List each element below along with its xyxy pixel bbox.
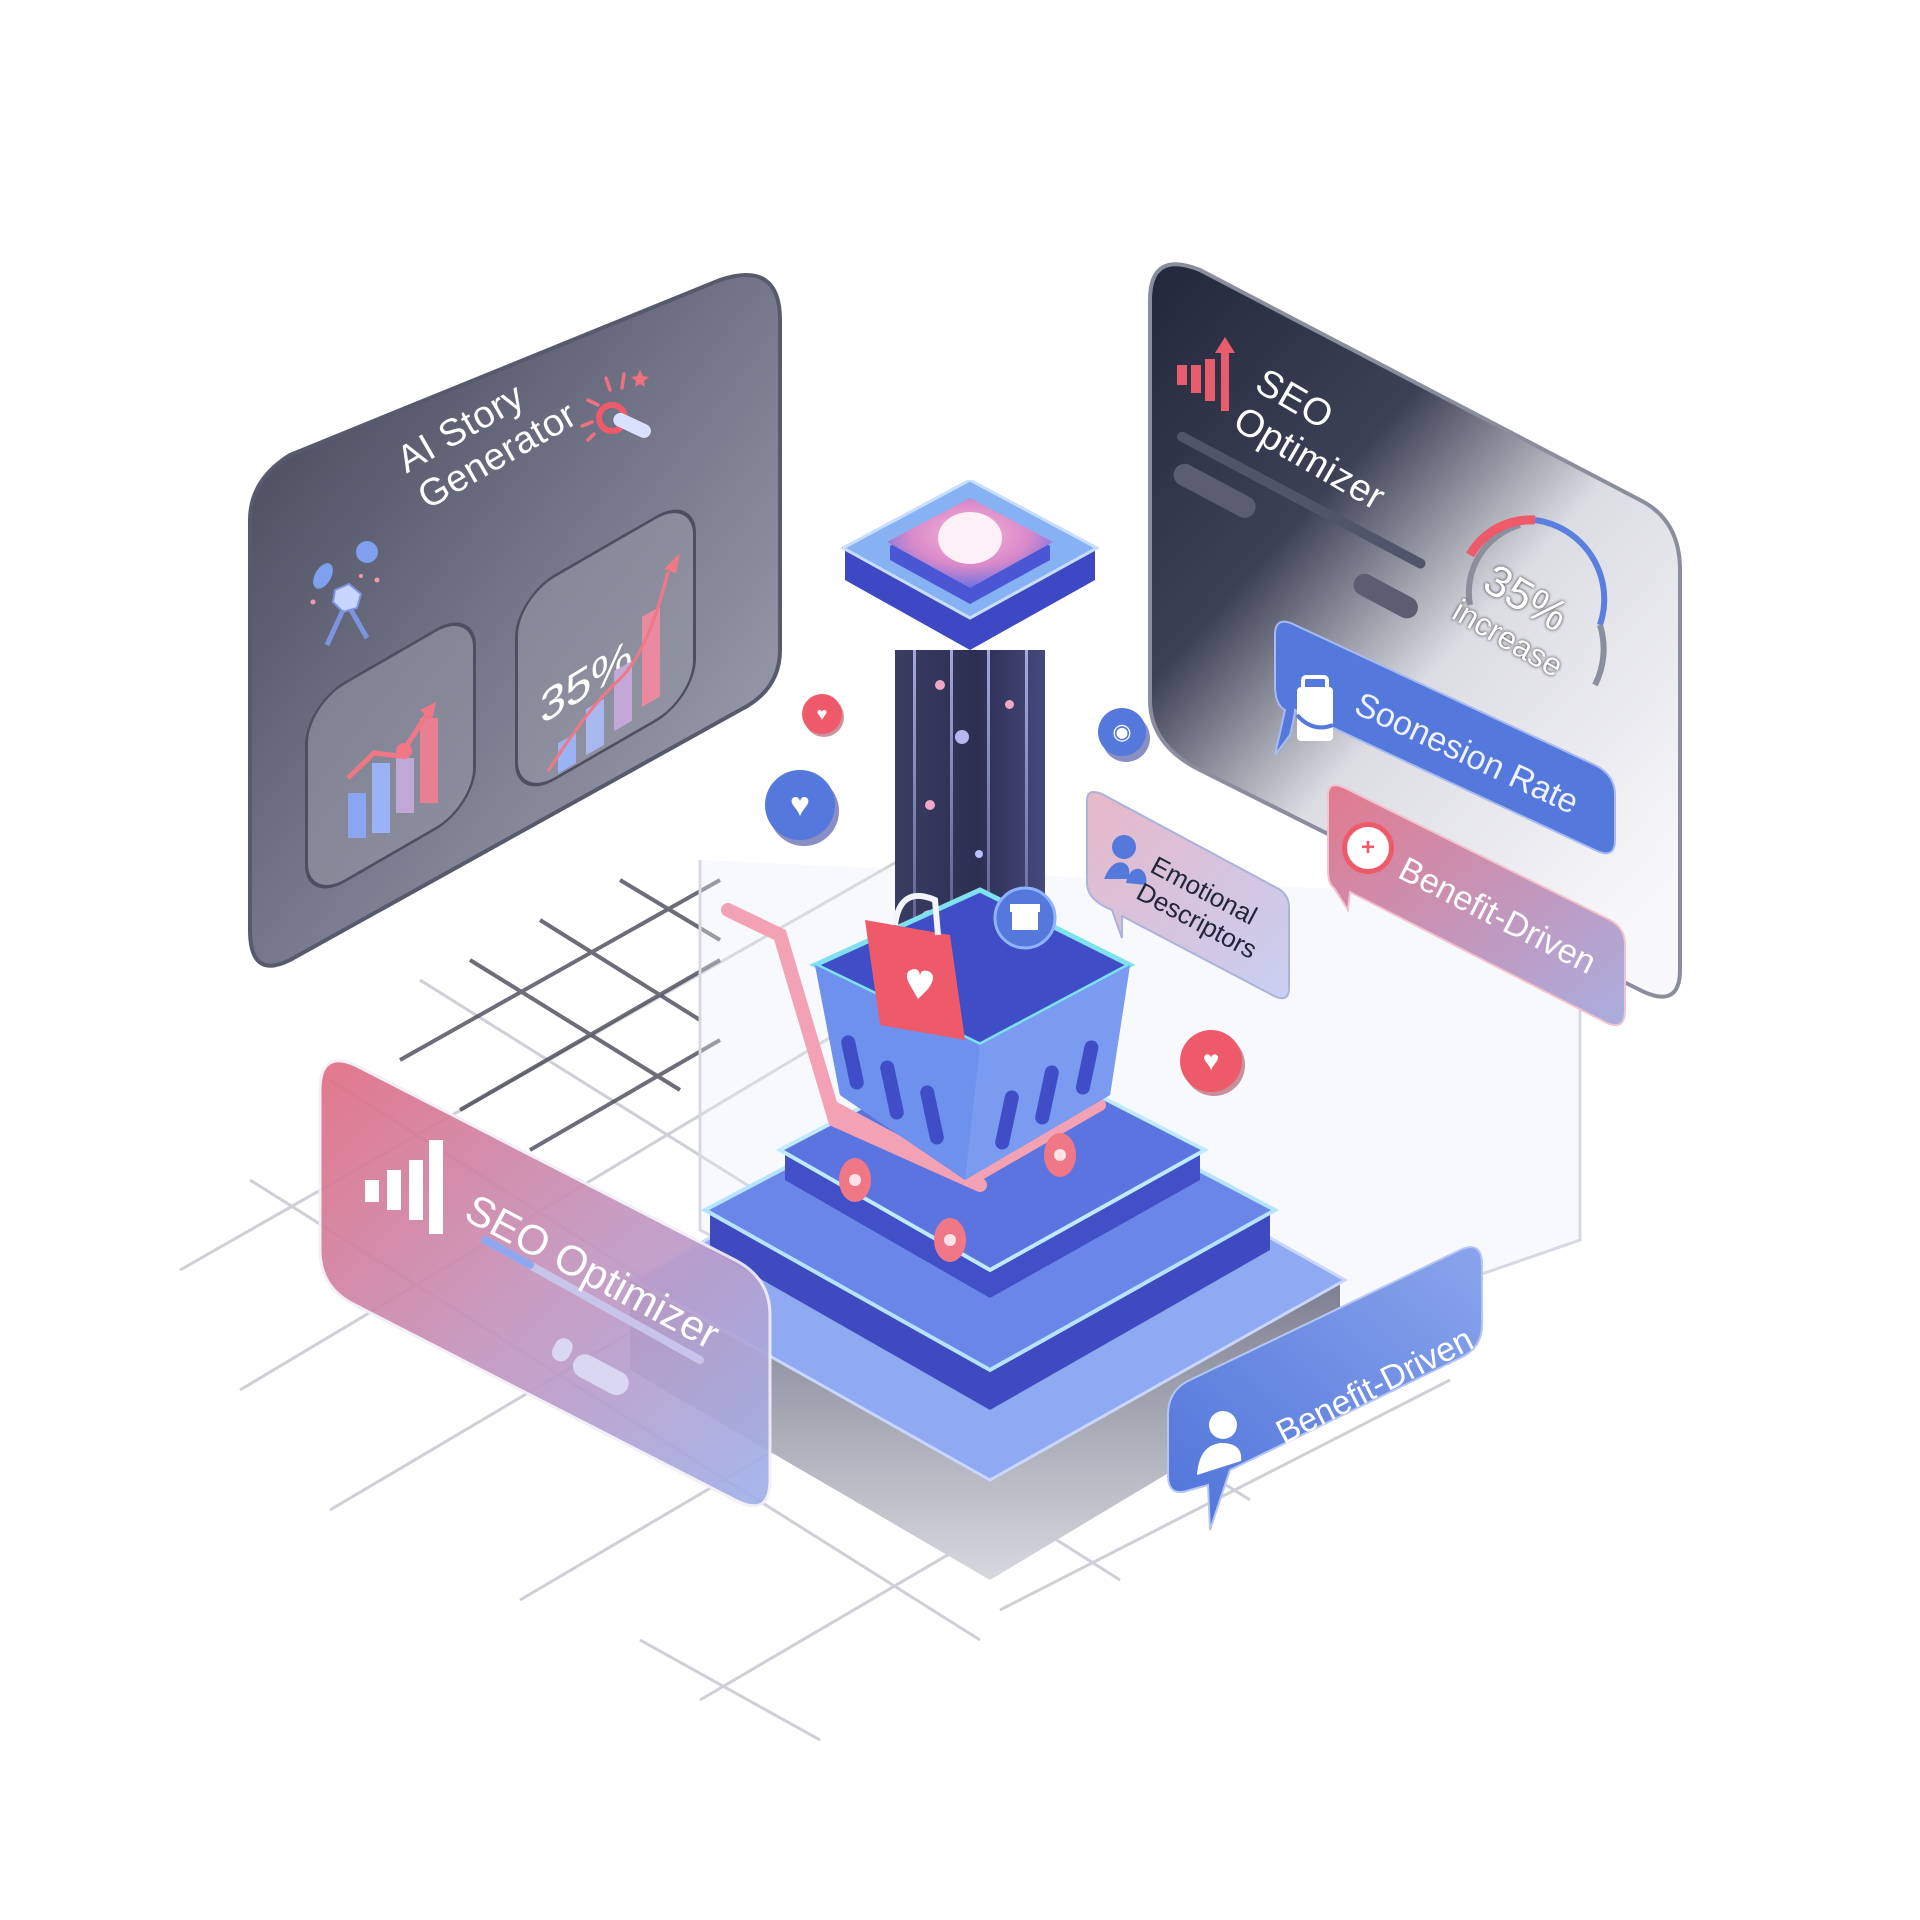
seo-optimizer-card[interactable]: SEO Optimizer xyxy=(315,1050,775,1520)
user-icon xyxy=(1197,1411,1242,1475)
bar-chart-up-arrow-icon xyxy=(1177,337,1235,411)
heart-badge-red-2[interactable]: ♥ xyxy=(1180,1030,1242,1092)
tag-plus-icon: + xyxy=(1342,822,1394,874)
increase-gauge xyxy=(1465,515,1608,687)
emotional-descriptors-bubble[interactable]: Emotional Descriptors xyxy=(1082,788,1292,1008)
benefit-driven-bubble-blue[interactable]: Benefit-Driven xyxy=(1160,1240,1500,1540)
heart-shopping-bag-icon xyxy=(865,893,965,1040)
heart-badge-red[interactable]: ♥ xyxy=(802,694,842,734)
benefit-driven-bubble-pink[interactable]: + Benefit-Driven xyxy=(1320,780,1630,1040)
chart-card-percentage: 35% xyxy=(515,492,696,804)
conversion-rate-bubble[interactable]: Soonesion Rate xyxy=(1265,615,1625,855)
beam-cap xyxy=(839,480,1101,650)
signal-bars-icon xyxy=(365,1140,443,1234)
users-icon xyxy=(1104,835,1147,885)
ai-magic-wand-icon xyxy=(310,541,380,647)
shopping-cart-icon[interactable] xyxy=(720,880,1260,1280)
camera-badge-blue[interactable]: ◉ xyxy=(1098,708,1146,756)
heart-badge-blue[interactable]: ♥ xyxy=(765,770,835,840)
shopping-bag-icon xyxy=(1295,675,1334,741)
ai-story-generator-panel: AI Story Generator 35% xyxy=(230,270,790,970)
lightbulb-toggle-icon xyxy=(580,370,651,442)
chart-card-trend xyxy=(305,605,476,906)
